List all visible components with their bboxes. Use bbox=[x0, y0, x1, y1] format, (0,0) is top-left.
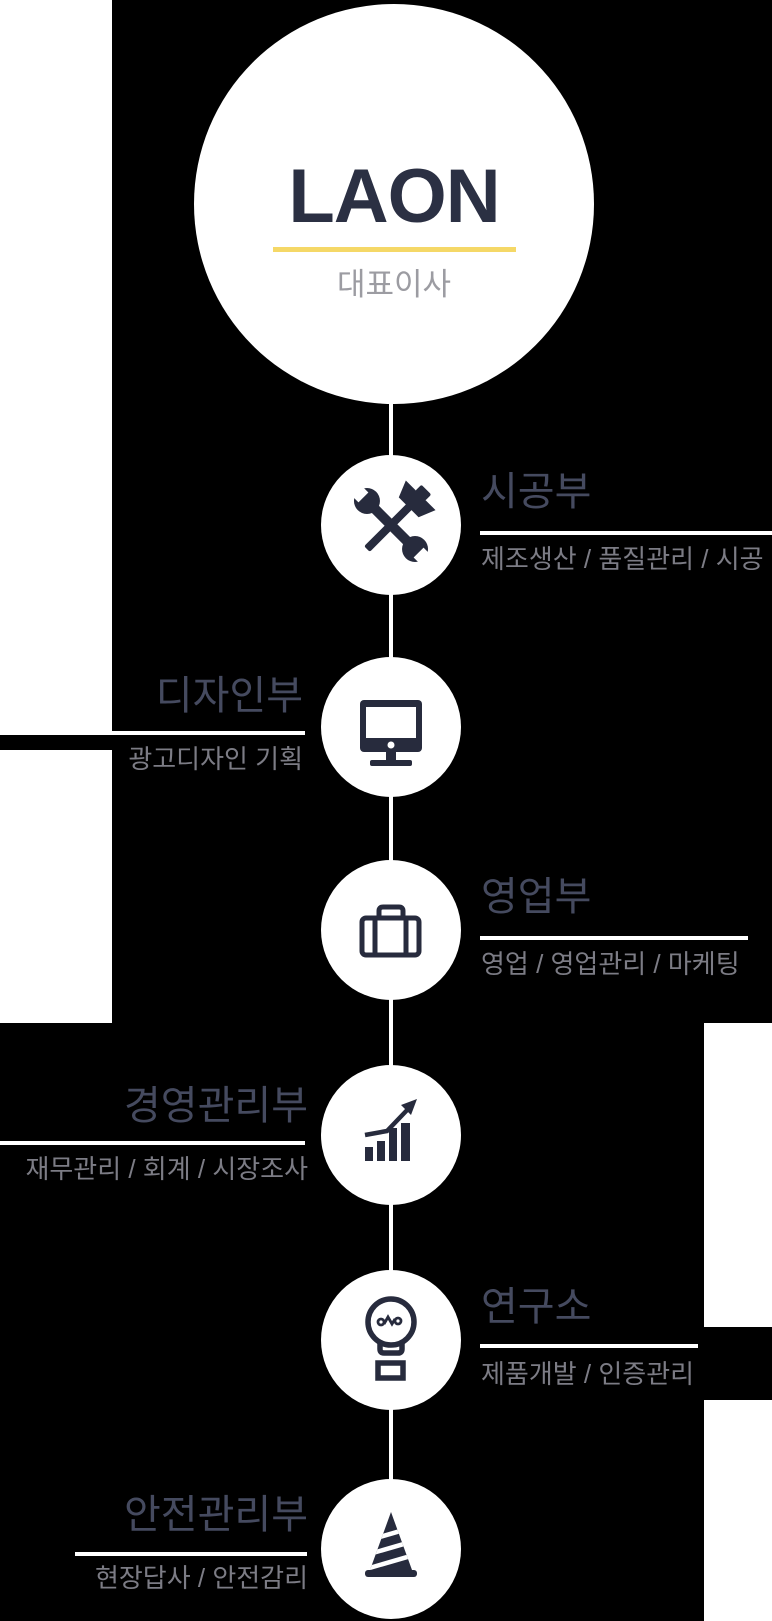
ceo-circle: LAON 대표이사 bbox=[194, 4, 594, 404]
dept-block-management: 경영관리부 재무관리 / 회계 / 시장조사 bbox=[0, 1086, 308, 1184]
ceo-title: 대표이사 bbox=[336, 267, 452, 302]
dept-title: 시공부 bbox=[481, 470, 592, 514]
dept-block-construction: 시공부 제조생산 / 품질관리 / 시공 bbox=[481, 472, 772, 574]
dept-desc: 제품개발 / 인증관리 bbox=[481, 1359, 695, 1389]
dept-block-research: 연구소 제품개발 / 인증관리 bbox=[481, 1287, 772, 1389]
page-margin-top-left bbox=[0, 0, 112, 734]
dept-node-management bbox=[321, 1065, 461, 1205]
page-margin-mid-right bbox=[704, 1023, 772, 1327]
dept-underline bbox=[75, 1552, 307, 1556]
dept-block-sales: 영업부 영업 / 영업관리 / 마케팅 bbox=[481, 877, 772, 979]
dept-title: 영업부 bbox=[481, 875, 592, 919]
tools-icon bbox=[349, 480, 436, 567]
dept-node-sales bbox=[321, 860, 461, 1000]
dept-block-safety: 안전관리부 현장답사 / 안전감리 bbox=[0, 1495, 308, 1593]
dept-desc: 광고디자인 기획 bbox=[128, 744, 303, 774]
dept-desc: 영업 / 영업관리 / 마케팅 bbox=[481, 949, 740, 979]
cone-icon bbox=[365, 1512, 417, 1577]
company-logo: LAON bbox=[288, 154, 500, 239]
dept-underline bbox=[480, 1344, 698, 1348]
dept-title: 안전관리부 bbox=[124, 1493, 308, 1537]
dept-title: 디자인부 bbox=[155, 674, 303, 718]
dept-title: 경영관리부 bbox=[124, 1084, 308, 1128]
dept-block-design: 디자인부 광고디자인 기획 bbox=[0, 676, 303, 774]
logo-underline bbox=[272, 247, 516, 252]
dept-underline bbox=[0, 1141, 305, 1145]
briefcase-icon bbox=[359, 904, 422, 958]
dept-underline bbox=[480, 936, 748, 940]
dept-node-construction bbox=[321, 455, 461, 595]
dept-node-research bbox=[321, 1270, 461, 1410]
dept-desc: 현장답사 / 안전감리 bbox=[94, 1563, 308, 1593]
monitor-icon bbox=[360, 700, 422, 766]
page-margin-mid-left bbox=[0, 750, 112, 1023]
bar-chart-icon bbox=[364, 1099, 417, 1161]
dept-desc: 제조생산 / 품질관리 / 시공 bbox=[481, 544, 764, 574]
dept-underline bbox=[480, 531, 772, 535]
lightbulb-icon bbox=[365, 1296, 417, 1381]
dept-node-safety bbox=[321, 1479, 461, 1619]
page-margin-bottom-right bbox=[704, 1400, 772, 1621]
dept-title: 연구소 bbox=[481, 1285, 592, 1329]
dept-desc: 재무관리 / 회계 / 시장조사 bbox=[25, 1154, 308, 1184]
dept-node-design bbox=[321, 657, 461, 797]
dept-underline bbox=[0, 731, 305, 735]
